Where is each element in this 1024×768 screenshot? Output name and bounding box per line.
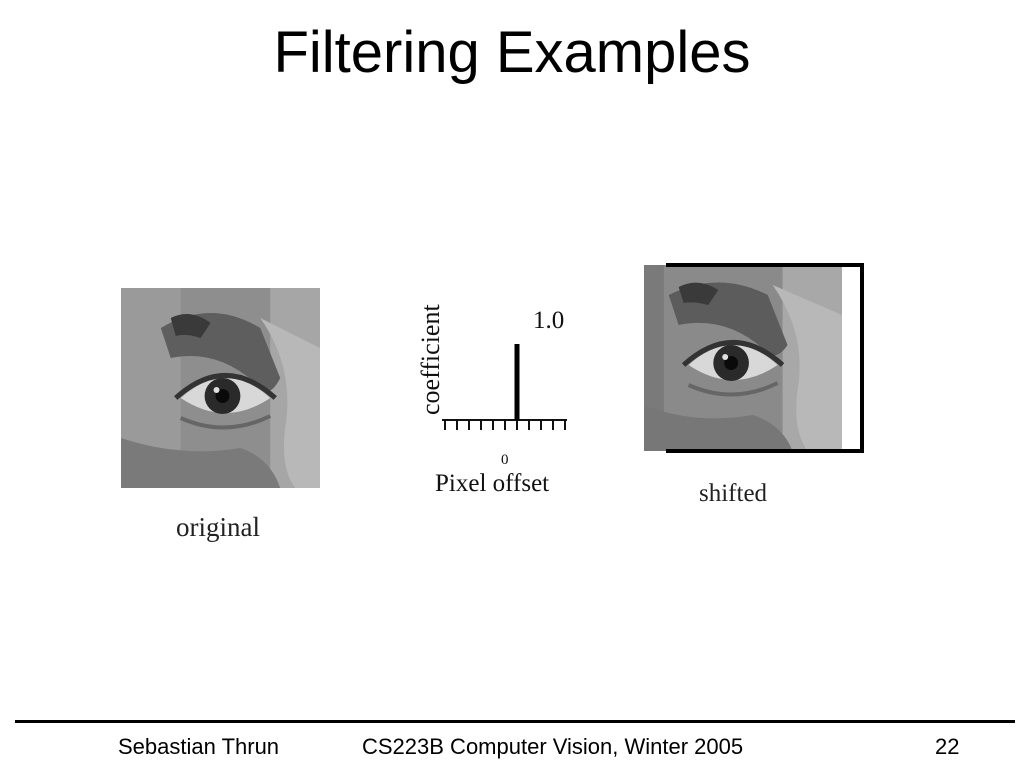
footer-course: CS223B Computer Vision, Winter 2005 — [362, 734, 744, 759]
zero-tick-label: 0 — [501, 452, 509, 468]
impulse-value-label: 1.0 — [533, 307, 564, 334]
original-eye-image — [121, 288, 320, 488]
y-axis-label: coefficient — [416, 304, 445, 415]
x-axis-ticks — [444, 420, 566, 430]
original-caption: original — [176, 512, 260, 542]
footer-page-number: 22 — [935, 734, 960, 759]
shifted-eye-image — [644, 265, 842, 451]
footer-divider — [15, 720, 1015, 723]
shifted-caption: shifted — [699, 480, 768, 507]
footer-author: Sebastian Thrun — [118, 734, 280, 759]
x-axis-label: Pixel offset — [435, 470, 549, 497]
filter-kernel-plot: coefficient 1.0 0 Pixel offset — [416, 304, 567, 497]
shifted-frame-bracket — [666, 263, 864, 453]
slide-title: Filtering Examples — [273, 20, 751, 85]
